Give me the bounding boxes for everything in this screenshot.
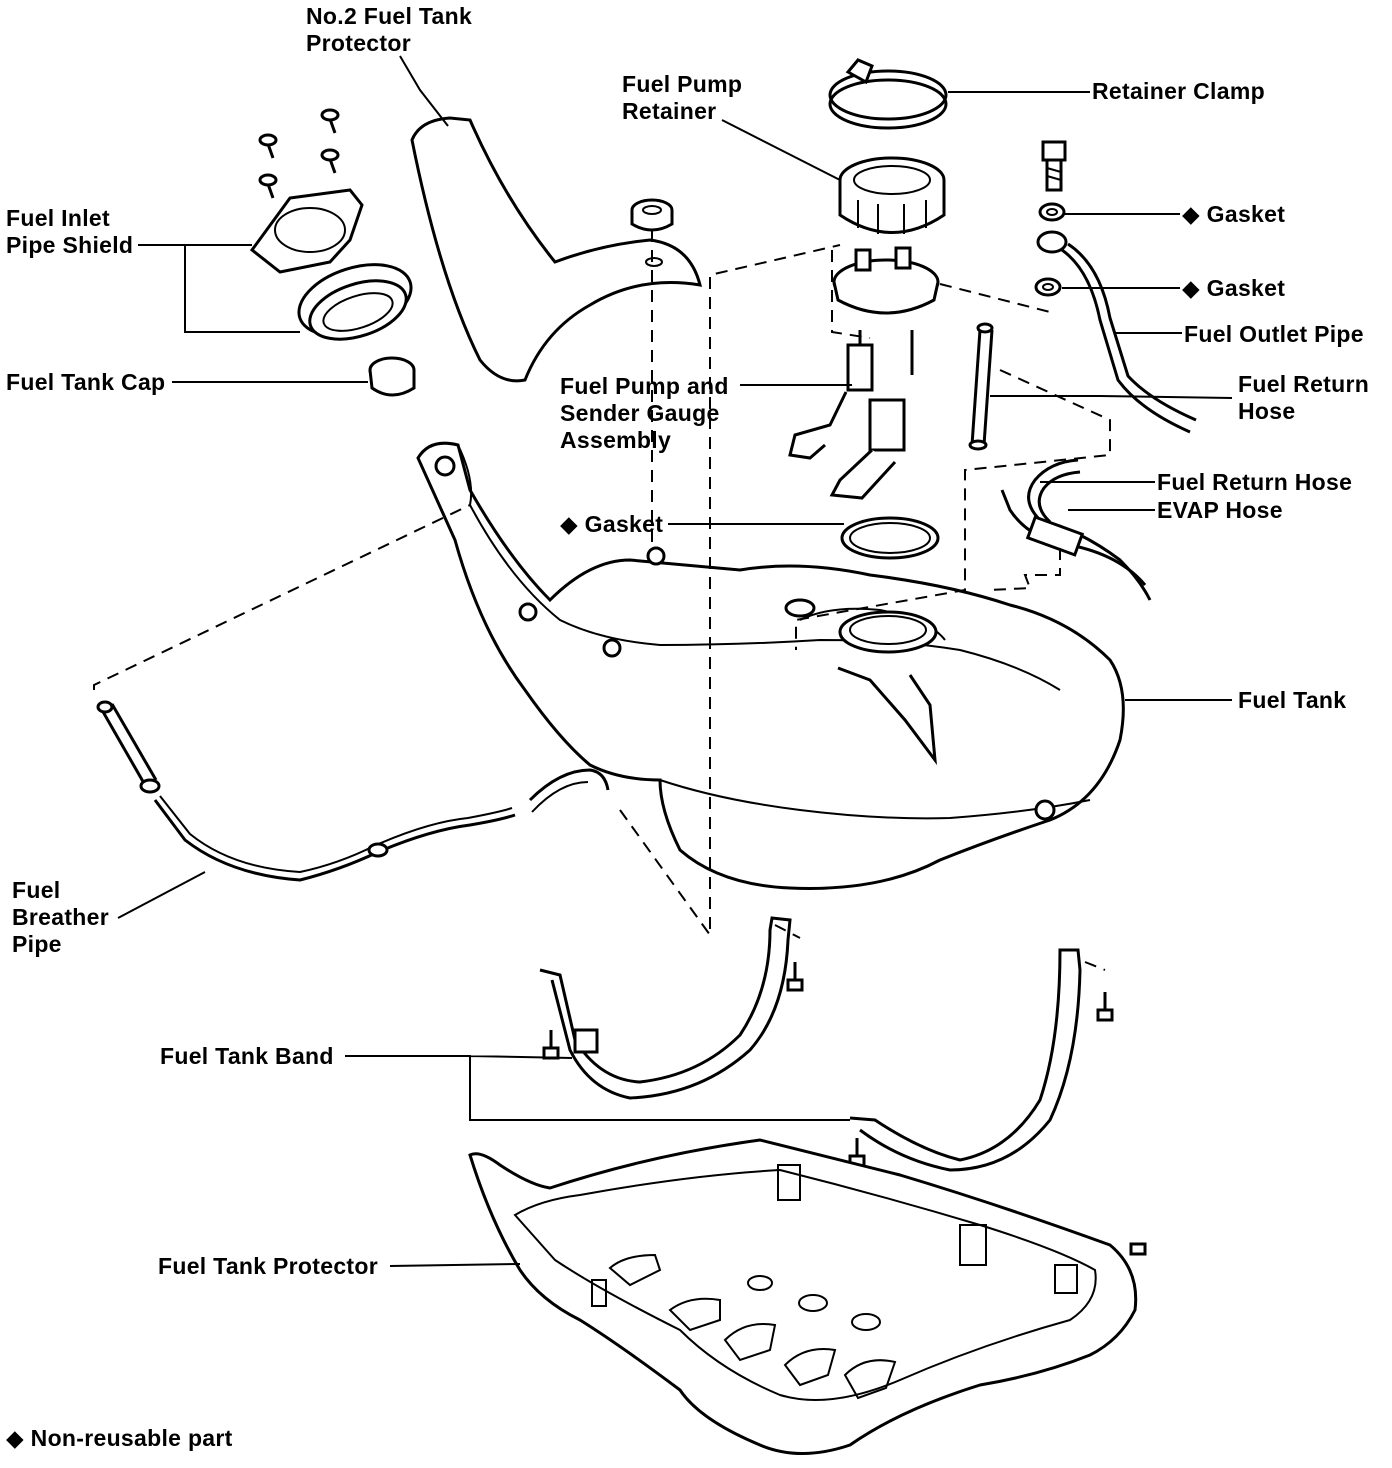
grommet-drawing bbox=[630, 198, 674, 232]
fuel-outlet-pipe-drawing bbox=[1036, 230, 1197, 434]
fuel-pump-sender-drawing bbox=[788, 246, 940, 500]
fuel-pump-retainer-drawing bbox=[838, 156, 946, 234]
label-fuel-tank-band: Fuel Tank Band bbox=[160, 1043, 334, 1069]
pump-gasket-drawing bbox=[840, 516, 940, 560]
label-fuel-pump-sender-gauge-assembly: Fuel Pump and Sender Gauge Assembly bbox=[560, 373, 729, 454]
label-line: Fuel Return bbox=[1238, 371, 1370, 397]
label-fuel-breather-pipe: Fuel Breather Pipe bbox=[12, 877, 109, 958]
label-line: No.2 Fuel Tank bbox=[306, 3, 473, 29]
label-no2-fuel-tank-protector: No.2 Fuel Tank Protector bbox=[306, 3, 472, 57]
label-line: Breather bbox=[12, 904, 109, 930]
fuel-tank-drawing bbox=[416, 441, 1125, 890]
label-gasket-mid: ◆ Gasket bbox=[1182, 275, 1286, 301]
label-line: Pipe bbox=[12, 931, 62, 957]
return-evap-hose-drawing bbox=[1000, 458, 1152, 601]
fuel-tank-band-right-drawing bbox=[849, 948, 1082, 1172]
union-bolt-drawing bbox=[1034, 140, 1067, 297]
filler-neck-ring-drawing bbox=[297, 263, 413, 341]
label-evap-hose: EVAP Hose bbox=[1157, 497, 1283, 523]
label-line: Assembly bbox=[560, 427, 672, 453]
fuel-tank-protector-drawing bbox=[468, 1138, 1138, 1455]
label-line: Sender Gauge bbox=[560, 400, 720, 426]
leader-lines bbox=[117, 55, 1233, 1267]
label-gasket-pump: ◆ Gasket bbox=[560, 511, 664, 537]
screws-drawing bbox=[258, 108, 340, 199]
label-line: Fuel bbox=[12, 877, 61, 903]
label-fuel-return-hose-lower: Fuel Return Hose bbox=[1157, 469, 1353, 495]
label-gasket-top: ◆ Gasket bbox=[1182, 201, 1286, 227]
label-line: Retainer bbox=[622, 98, 717, 124]
label-fuel-tank: Fuel Tank bbox=[1238, 687, 1347, 713]
assembly-dashed-lines bbox=[93, 230, 1111, 971]
label-line: Fuel Inlet bbox=[6, 205, 110, 231]
retainer-clamp-drawing bbox=[828, 58, 948, 130]
label-line: Fuel Pump and bbox=[560, 373, 729, 399]
fuel-tank-band-left-drawing bbox=[539, 916, 792, 1100]
no2-fuel-tank-protector-drawing bbox=[410, 116, 703, 383]
fuel-return-hose-upper-drawing bbox=[968, 322, 994, 451]
label-fuel-outlet-pipe: Fuel Outlet Pipe bbox=[1184, 321, 1364, 347]
label-fuel-tank-protector: Fuel Tank Protector bbox=[158, 1253, 378, 1279]
label-fuel-pump-retainer: Fuel Pump Retainer bbox=[622, 71, 742, 125]
label-retainer-clamp: Retainer Clamp bbox=[1092, 78, 1265, 104]
label-line: Fuel Pump bbox=[622, 71, 743, 97]
label-fuel-return-hose-upper: Fuel Return Hose bbox=[1238, 371, 1369, 425]
label-line: Protector bbox=[306, 30, 411, 56]
fuel-tank-cap-drawing bbox=[368, 356, 416, 397]
legend-non-reusable-part: ◆ Non-reusable part bbox=[6, 1425, 233, 1451]
label-line: Hose bbox=[1238, 398, 1296, 424]
label-fuel-tank-cap: Fuel Tank Cap bbox=[6, 369, 166, 395]
fuel-inlet-pipe-shield-drawing bbox=[249, 188, 364, 274]
fuel-breather-pipe-drawing bbox=[96, 700, 610, 882]
label-line: Pipe Shield bbox=[6, 232, 134, 258]
label-fuel-inlet-pipe-shield: Fuel Inlet Pipe Shield bbox=[6, 205, 133, 259]
